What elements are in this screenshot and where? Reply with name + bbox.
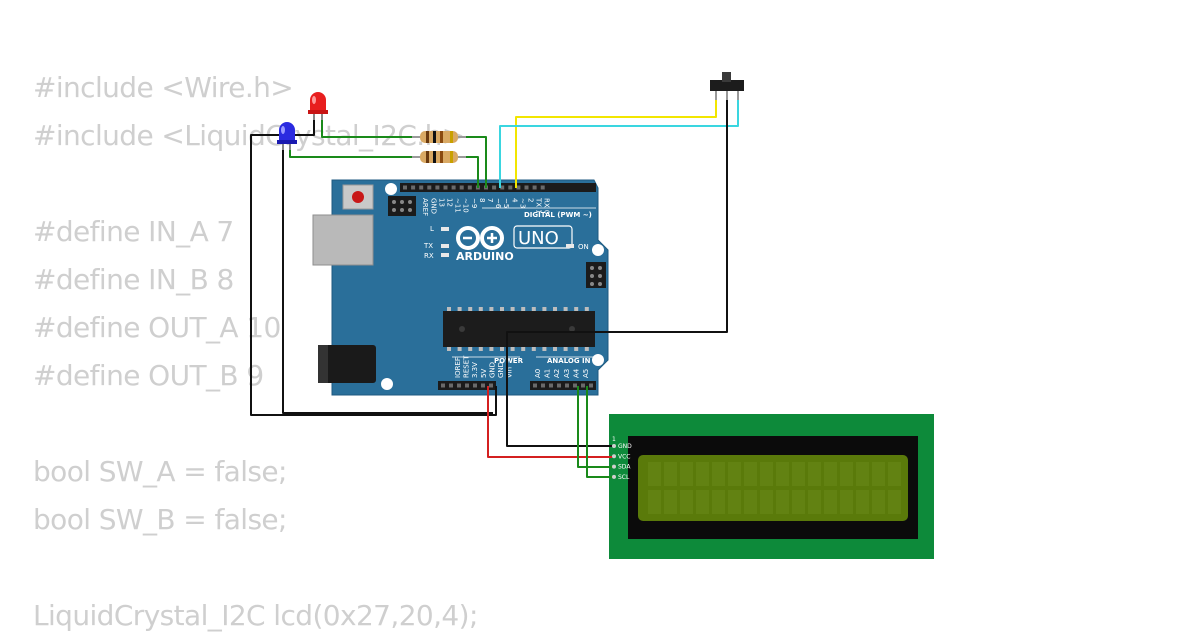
- slide-switch[interactable]: [710, 72, 744, 100]
- analog-pin-label: A0: [534, 369, 542, 378]
- digital-pin-label: ~9: [470, 198, 478, 208]
- code-line: #include <Wire.h>: [33, 71, 294, 104]
- digital-pin-label: ~3: [518, 198, 526, 208]
- reset-button-cap[interactable]: [352, 191, 364, 203]
- digital-pin-label: TX 1: [535, 197, 543, 214]
- digital-pin-label: 7: [486, 198, 494, 202]
- wires: [250, 100, 739, 478]
- digital-pin-label: ~5: [502, 198, 510, 208]
- led-red[interactable]: [308, 92, 328, 120]
- lcd-pin-label: VCC: [618, 453, 630, 460]
- digital-pin-label: ~10: [462, 198, 470, 213]
- digital-pin-label: 13: [437, 198, 445, 207]
- code-line: #define OUT_A 10: [33, 311, 281, 344]
- wire-switch-pin-8: [499, 100, 739, 188]
- power-pin-label: RESET: [463, 355, 471, 378]
- wire-switch-gnd: [506, 100, 728, 447]
- lcd-i2c-module[interactable]: 1 GND VCC SDA SCL: [609, 414, 934, 559]
- code-line: LiquidCrystal_I2C lcd(0x27,20,4);: [33, 599, 478, 632]
- power-pin-label: IOREF: [454, 357, 462, 378]
- power-label: POWER: [494, 357, 524, 365]
- analog-header: [530, 381, 596, 390]
- analog-pin-label: A2: [553, 369, 561, 378]
- arduino-logo: [456, 226, 504, 250]
- digital-pin-label: ~6: [494, 198, 502, 209]
- digital-pin-label: 12: [446, 198, 454, 207]
- lcd-pin-label: SCL: [618, 474, 630, 481]
- analog-pin-label: A3: [563, 369, 571, 378]
- digital-pin-label: 2: [527, 198, 535, 202]
- lcd-pin-marker: 1: [612, 436, 616, 443]
- digital-pin-label: GND: [429, 198, 437, 214]
- digital-pin-label: 8: [478, 198, 486, 202]
- power-pin-label: GND: [497, 362, 505, 378]
- analog-pin-label: A1: [544, 369, 552, 378]
- wire-lcd-scl: [586, 386, 612, 478]
- code-line: #define OUT_B 9: [33, 359, 264, 392]
- icsp-header: [388, 196, 416, 216]
- mount-hole: [385, 183, 397, 195]
- wire-switch-pin-7: [515, 100, 717, 188]
- l-led-label: L: [430, 225, 434, 233]
- lcd-pin-label: GND: [618, 443, 632, 450]
- arduino-model: UNO: [518, 228, 559, 249]
- usb-port: [312, 214, 374, 266]
- code-line: #define IN_B 8: [33, 263, 234, 296]
- code-line: bool SW_A = false;: [33, 455, 287, 488]
- power-pin-label: GND: [488, 362, 496, 378]
- digital-pin-label: RX 0: [543, 198, 551, 214]
- mount-hole: [592, 354, 604, 366]
- on-led-label: ON: [578, 243, 589, 251]
- wire-led-red: [321, 117, 420, 138]
- led-blue[interactable]: [277, 122, 297, 150]
- digital-label: DIGITAL (PWM ~): [524, 211, 592, 219]
- resistor-1[interactable]: [412, 131, 466, 143]
- wire-gnd-led-red: [250, 117, 497, 416]
- code-line: #define IN_A 7: [33, 215, 234, 248]
- wire-lcd-sda: [577, 386, 612, 468]
- digital-header: [400, 183, 596, 192]
- wire-pin-10: [459, 136, 487, 188]
- resistor-2[interactable]: [412, 151, 466, 163]
- lcd-pin-label: SDA: [618, 464, 631, 471]
- power-pin-label: 3.3V: [471, 362, 479, 378]
- analog-pin-label: A5: [582, 369, 590, 378]
- analog-pin-label: A4: [572, 368, 580, 378]
- mount-hole: [381, 378, 393, 390]
- rx-led-label: RX: [424, 252, 434, 260]
- arduino-brand: ARDUINO: [456, 250, 514, 263]
- digital-pin-label: AREF: [421, 198, 429, 216]
- code-line: bool SW_B = false;: [33, 503, 287, 536]
- power-pin-label: 5V: [480, 369, 488, 378]
- wire-led-blue: [289, 147, 420, 158]
- digital-pin-label: 4: [510, 198, 518, 203]
- power-jack: [318, 345, 376, 383]
- power-pin-label: Vin: [506, 367, 514, 378]
- mount-hole: [592, 244, 604, 256]
- digital-pin-label: ~11: [454, 198, 462, 213]
- wire-gnd-led-blue: [282, 147, 493, 414]
- tx-led-label: TX: [423, 242, 433, 250]
- analog-label: ANALOG IN: [547, 357, 591, 365]
- wire-lcd-vcc: [487, 386, 612, 458]
